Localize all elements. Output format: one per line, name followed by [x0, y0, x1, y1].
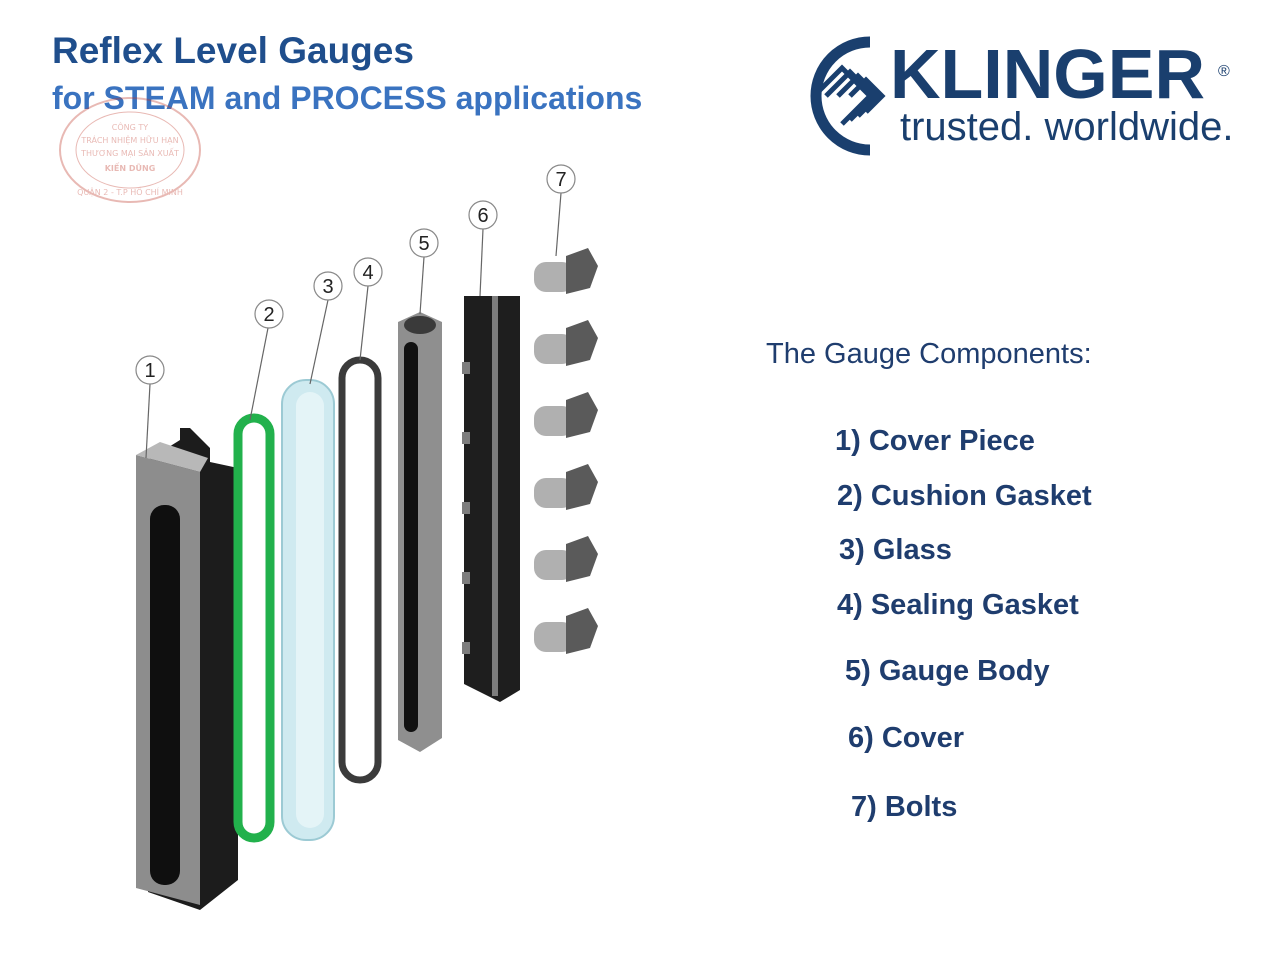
stamp-line-4: KIẾN DŨNG: [105, 161, 156, 173]
tag-7: 7: [555, 169, 566, 191]
page-subtitle: for STEAM and PROCESS applications: [52, 80, 643, 116]
tag-5: 5: [418, 233, 429, 255]
sealing-gasket: [338, 356, 382, 784]
bolt: [534, 392, 598, 438]
cover: [462, 296, 520, 702]
logo-slogan: trusted. worldwide.: [900, 105, 1233, 149]
component-item-gauge-body: 5) Gauge Body: [845, 655, 1050, 687]
bolts: [534, 248, 598, 654]
component-item-bolts: 7) Bolts: [851, 791, 958, 823]
glass: [281, 379, 335, 841]
logo-wordmark: KLINGER: [890, 36, 1205, 113]
company-stamp: CÔNG TY TRÁCH NHIỆM HỮU HẠN THƯƠNG MẠI S…: [59, 97, 201, 203]
gauge-body: [398, 312, 442, 752]
component-item-glass: 3) Glass: [839, 534, 952, 566]
component-item-sealing-gasket: 4) Sealing Gasket: [837, 589, 1079, 621]
gauge-exploded-diagram: 1 2 3 4 5 6 7: [135, 164, 598, 910]
component-item-cover: 6) Cover: [848, 722, 965, 754]
components-heading: The Gauge Components:: [766, 338, 1092, 370]
page-title: Reflex Level Gauges: [52, 30, 414, 71]
tag-3: 3: [322, 276, 333, 298]
tag-4: 4: [362, 262, 373, 284]
stamp-line-1: CÔNG TY: [112, 121, 148, 132]
component-item-cover-piece: 1) Cover Piece: [835, 425, 1035, 457]
bolt: [534, 320, 598, 366]
klinger-emblem-icon: [810, 36, 886, 156]
cover-piece: [136, 428, 238, 910]
bolt: [534, 536, 598, 582]
registered-mark: ®: [1218, 63, 1230, 80]
stamp-line-2: TRÁCH NHIỆM HỮU HẠN: [80, 134, 178, 146]
tag-2: 2: [263, 304, 274, 326]
stamp-line-3: THƯƠNG MẠI SẢN XUẤT: [80, 147, 179, 159]
bolt: [534, 464, 598, 510]
klinger-logo: KLINGER ® trusted. worldwide.: [810, 36, 1233, 156]
stamp-line-5: QUẬN 2 - T.P HỒ CHÍ MINH: [77, 185, 183, 198]
bolt: [534, 248, 598, 294]
tag-1: 1: [144, 360, 155, 382]
tag-6: 6: [477, 205, 488, 227]
component-item-cushion-gasket: 2) Cushion Gasket: [837, 480, 1092, 512]
cushion-gasket: [233, 413, 275, 843]
bolt: [534, 608, 598, 654]
